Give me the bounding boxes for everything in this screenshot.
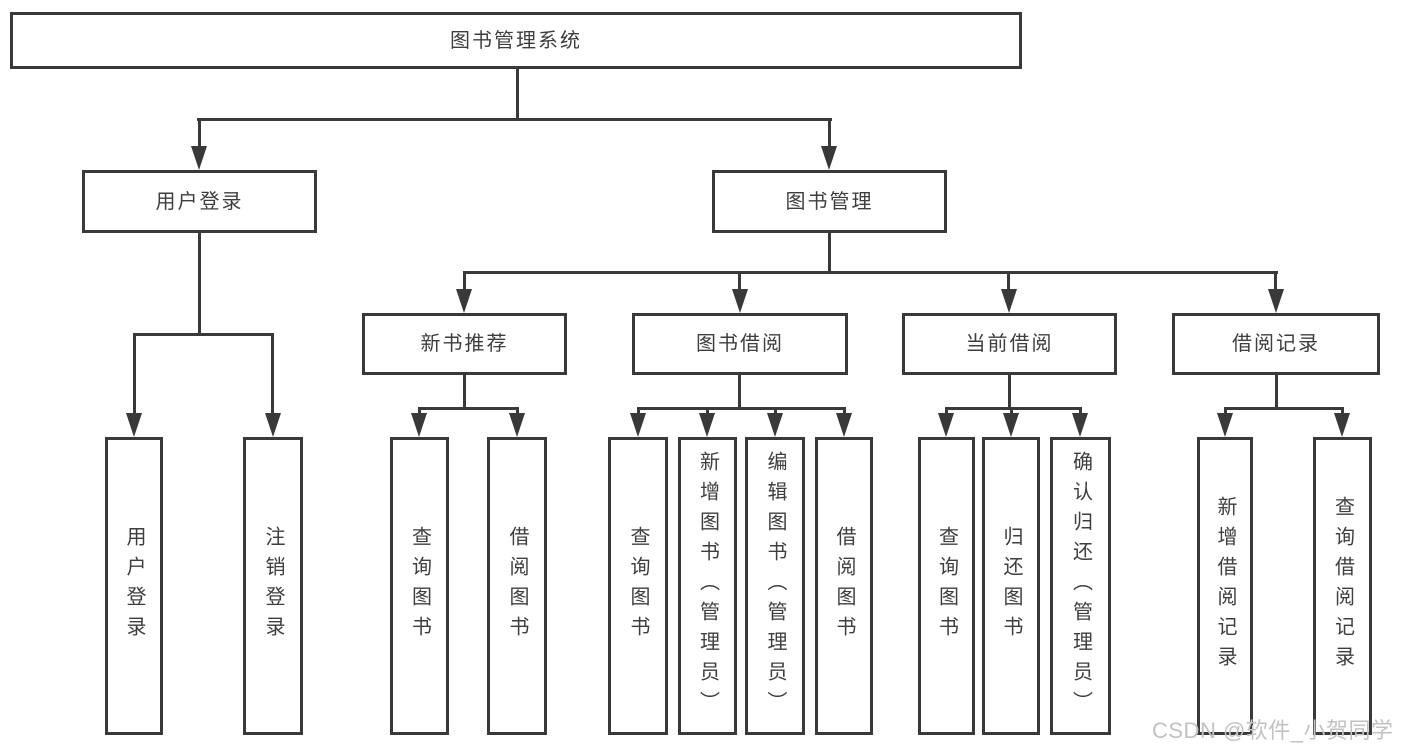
leaf-borrow-books-2: 借阅图书 — [815, 437, 873, 735]
node-book-management: 图书管理 — [712, 170, 947, 233]
connector-line — [463, 273, 466, 290]
leaf-label: 借阅图书 — [506, 526, 528, 646]
connector-line — [1079, 407, 1082, 417]
arrow-down-icon — [767, 413, 783, 437]
node-label: 新书推荐 — [420, 333, 509, 355]
arrow-down-icon — [1268, 289, 1284, 313]
leaf-label: 用户登录 — [123, 526, 145, 646]
connector-line — [133, 333, 136, 413]
arrow-down-icon — [699, 413, 715, 437]
connector-line — [738, 273, 741, 290]
leaf-label: 查询借阅记录 — [1331, 496, 1354, 676]
connector-line — [738, 375, 741, 407]
node-current-borrow: 当前借阅 — [902, 313, 1117, 375]
connector-line — [516, 407, 519, 417]
leaf-label: 借阅图书 — [833, 526, 855, 646]
connector-line — [1274, 273, 1277, 290]
arrow-down-icon — [265, 413, 281, 437]
arrow-down-icon — [456, 289, 472, 313]
leaf-query-books-2: 查询图书 — [608, 437, 668, 735]
connector-line — [271, 333, 274, 413]
leaf-add-book-admin: 新增图书（管理员） — [678, 437, 737, 735]
arrow-down-icon — [821, 146, 837, 170]
connector-line — [1007, 273, 1010, 290]
leaf-label: 查询图书 — [935, 526, 958, 646]
leaf-return-books: 归还图书 — [982, 437, 1040, 735]
connector-line — [637, 407, 846, 410]
leaf-query-borrow-record: 查询借阅记录 — [1313, 437, 1372, 735]
connector-line — [828, 120, 831, 148]
connector-line — [198, 233, 201, 333]
connector-line — [1341, 407, 1344, 417]
leaf-label: 查询图书 — [627, 526, 649, 646]
arrow-down-icon — [1334, 413, 1350, 437]
leaf-edit-book-admin: 编辑图书（管理员） — [745, 437, 805, 735]
connector-line — [463, 375, 466, 407]
leaf-add-borrow-record: 新增借阅记录 — [1197, 437, 1253, 735]
arrow-down-icon — [836, 413, 852, 437]
arrow-down-icon — [191, 146, 207, 170]
connector-line — [1224, 407, 1227, 417]
leaf-label: 注销登录 — [262, 526, 284, 646]
arrow-down-icon — [1003, 413, 1019, 437]
connector-line — [463, 271, 1278, 274]
node-new-book-recommend: 新书推荐 — [362, 313, 567, 375]
leaf-label: 查询图书 — [408, 526, 431, 646]
leaf-borrow-books-1: 借阅图书 — [487, 437, 547, 735]
arrow-down-icon — [1072, 413, 1088, 437]
node-label: 图书管理 — [785, 190, 874, 213]
arrow-down-icon — [411, 413, 427, 437]
leaf-label: 新增图书（管理员） — [696, 451, 719, 721]
arrow-down-icon — [732, 289, 748, 313]
connector-line — [198, 120, 201, 148]
leaf-user-login: 用户登录 — [105, 437, 163, 735]
connector-line — [1224, 407, 1344, 410]
node-library-system: 图书管理系统 — [10, 12, 1022, 69]
arrow-down-icon — [1001, 289, 1017, 313]
connector-line — [945, 407, 1082, 410]
connector-line — [828, 233, 831, 271]
leaf-query-books-3: 查询图书 — [918, 437, 975, 735]
connector-line — [418, 407, 519, 410]
connector-line — [637, 407, 640, 417]
arrow-down-icon — [1217, 413, 1233, 437]
node-label: 图书管理系统 — [450, 29, 582, 52]
connector-line — [197, 118, 832, 121]
leaf-label: 编辑图书（管理员） — [764, 451, 786, 721]
connector-line — [133, 333, 274, 336]
leaf-query-books-1: 查询图书 — [390, 437, 449, 735]
connector-line — [1008, 375, 1011, 407]
node-label: 图书借阅 — [696, 333, 784, 355]
connector-line — [1275, 375, 1278, 407]
node-book-borrow: 图书借阅 — [632, 313, 848, 375]
connector-line — [516, 69, 519, 120]
arrow-down-icon — [509, 413, 525, 437]
connector-line — [1010, 407, 1013, 417]
connector-line — [706, 407, 709, 417]
node-label: 当前借阅 — [965, 333, 1054, 355]
arrow-down-icon — [126, 413, 142, 437]
leaf-label: 确认归还（管理员） — [1069, 451, 1092, 721]
connector-line — [843, 407, 846, 417]
node-user-login: 用户登录 — [82, 170, 317, 233]
watermark: CSDN @软件_小贺同学 — [1152, 718, 1394, 743]
leaf-label: 归还图书 — [1000, 526, 1022, 646]
leaf-confirm-return-admin: 确认归还（管理员） — [1050, 437, 1111, 735]
leaf-label: 新增借阅记录 — [1214, 496, 1236, 676]
connector-line — [945, 407, 948, 417]
arrow-down-icon — [938, 413, 954, 437]
node-label: 用户登录 — [155, 190, 244, 213]
leaf-logout: 注销登录 — [243, 437, 303, 735]
node-label: 借阅记录 — [1232, 333, 1320, 355]
connector-line — [774, 407, 777, 417]
arrow-down-icon — [630, 413, 646, 437]
node-borrow-records: 借阅记录 — [1172, 313, 1380, 375]
connector-line — [418, 407, 421, 417]
